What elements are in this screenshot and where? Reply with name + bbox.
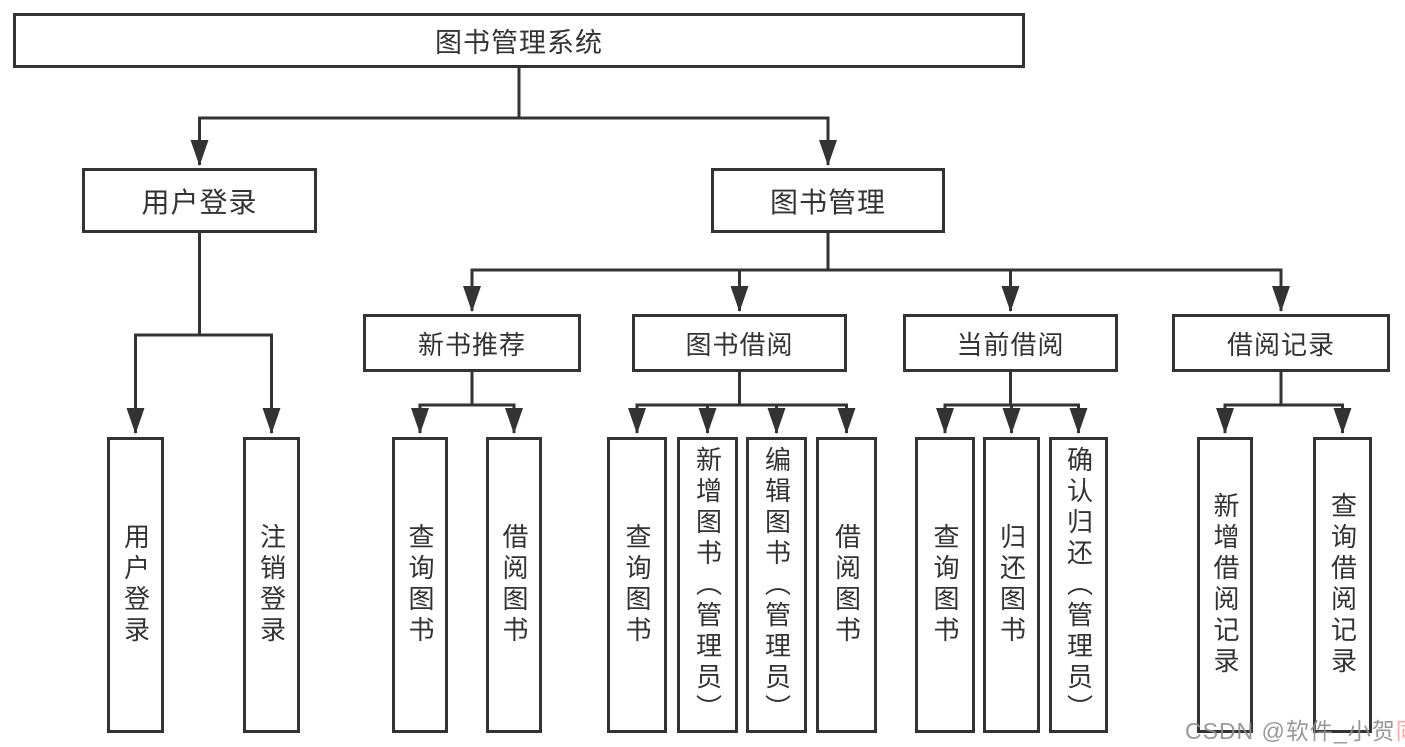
watermark-suffix: 同学 (1396, 718, 1405, 744)
node-new-book-recommend-label: 新书推荐 (417, 329, 526, 360)
leaf-add-books-admin-label: 新增图书（管理员） (692, 445, 723, 725)
leaf-logout-label: 注销登录 (256, 523, 287, 647)
leaf-query-books-borrowing: 查询图书 (607, 437, 667, 733)
leaf-borrow-books-label: 借阅图书 (831, 523, 862, 647)
node-book-borrowing-label: 图书借阅 (685, 329, 794, 360)
leaf-query-books-recommend: 查询图书 (392, 437, 448, 733)
leaf-return-books-label: 归还图书 (996, 523, 1027, 647)
leaf-query-books-current-label: 查询图书 (930, 523, 960, 647)
leaf-return-books: 归还图书 (983, 437, 1040, 733)
node-book-management-label: 图书管理 (769, 186, 886, 218)
leaf-edit-books-admin-label: 编辑图书（管理员） (761, 445, 792, 725)
watermark-prefix: CSDN @软件_小贺 (1185, 718, 1396, 744)
node-user-login-label: 用户登录 (141, 186, 258, 218)
node-user-login: 用户登录 (82, 168, 317, 233)
leaf-logout: 注销登录 (243, 437, 300, 733)
node-library-system-label: 图书管理系统 (435, 28, 603, 58)
leaf-add-borrow-record-label: 新增借阅记录 (1210, 492, 1240, 678)
leaf-query-books-borrowing-label: 查询图书 (622, 523, 652, 647)
node-library-system: 图书管理系统 (13, 13, 1025, 68)
leaf-query-books-current: 查询图书 (915, 437, 975, 733)
node-book-management: 图书管理 (711, 168, 945, 233)
node-book-borrowing: 图书借阅 (632, 314, 847, 372)
watermark: CSDN @软件_小贺同学 (1185, 712, 1405, 746)
leaf-add-books-admin: 新增图书（管理员） (677, 437, 738, 733)
node-current-borrowing: 当前借阅 (903, 314, 1118, 372)
leaf-user-login-label: 用户登录 (120, 523, 151, 647)
leaf-query-books-recommend-label: 查询图书 (405, 523, 435, 647)
leaf-add-borrow-record: 新增借阅记录 (1197, 437, 1253, 733)
leaf-confirm-return-admin-label: 确认归还（管理员） (1063, 445, 1094, 725)
leaf-borrow-books-recommend: 借阅图书 (486, 437, 542, 733)
node-current-borrowing-label: 当前借阅 (956, 329, 1065, 360)
leaf-query-borrow-record-label: 查询借阅记录 (1327, 492, 1358, 678)
node-borrowing-records-label: 借阅记录 (1226, 329, 1335, 360)
leaf-borrow-books: 借阅图书 (816, 437, 877, 733)
node-borrowing-records: 借阅记录 (1172, 314, 1390, 372)
leaf-user-login: 用户登录 (107, 437, 164, 733)
leaf-query-borrow-record: 查询借阅记录 (1313, 437, 1372, 733)
leaf-edit-books-admin: 编辑图书（管理员） (746, 437, 807, 733)
leaf-confirm-return-admin: 确认归还（管理员） (1049, 437, 1108, 733)
node-new-book-recommend: 新书推荐 (363, 314, 581, 372)
leaf-borrow-books-recommend-label: 借阅图书 (499, 523, 529, 647)
